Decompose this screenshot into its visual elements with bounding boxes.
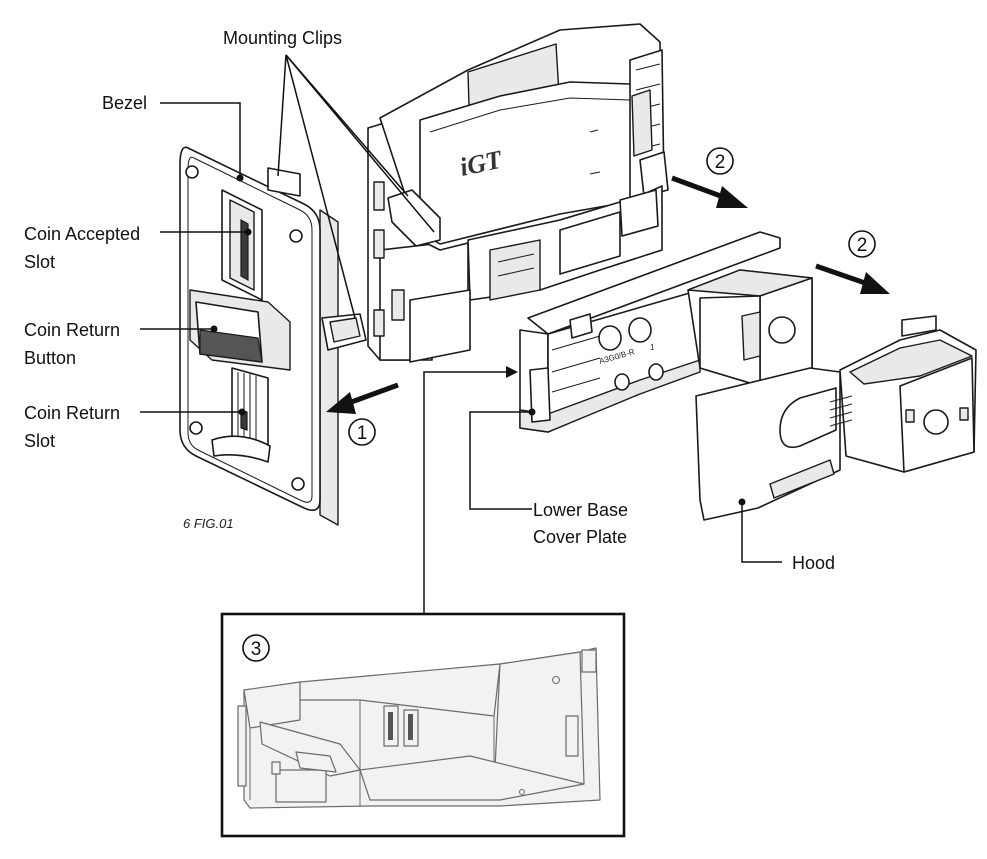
step-2a-marker: 2: [706, 147, 734, 175]
validator-body: [367, 23, 669, 363]
label-coin-accepted-slot-line1: Coin Accepted: [24, 224, 140, 244]
step-1-marker: 1: [348, 418, 376, 446]
label-lower-base-line1: Lower Base: [533, 500, 628, 520]
svg-text:2: 2: [857, 235, 868, 256]
label-coin-accepted-slot-line2: Slot: [24, 252, 55, 272]
label-coin-return-button-line2: Button: [24, 348, 76, 368]
label-coin-return-slot-line2: Slot: [24, 431, 55, 451]
detail-3-inset: 3: [220, 612, 626, 838]
arrow-step-2b: [815, 263, 890, 294]
label-coin-return-button-line1: Coin Return: [24, 320, 120, 340]
arrow-step-1: [326, 382, 399, 414]
step-2b-marker: 2: [848, 230, 876, 258]
figure-id: 6 FIG.01: [183, 516, 234, 531]
leader-lines: [140, 54, 782, 614]
label-bezel: Bezel: [102, 93, 147, 113]
cover-marking: 1: [650, 343, 655, 352]
label-hood: Hood: [792, 553, 835, 573]
svg-text:2: 2: [715, 152, 726, 173]
label-mounting-clips: Mounting Clips: [223, 28, 342, 48]
lower-base-cover-plate: A3G0/B-R 1: [519, 231, 813, 433]
arrow-step-2a: [671, 175, 748, 208]
bezel-part: [179, 146, 367, 526]
label-coin-return-slot-line1: Coin Return: [24, 403, 120, 423]
hood-part: [695, 315, 977, 521]
step-3-marker: 3: [251, 639, 262, 660]
label-lower-base-line2: Cover Plate: [533, 527, 627, 547]
svg-text:1: 1: [357, 423, 368, 444]
